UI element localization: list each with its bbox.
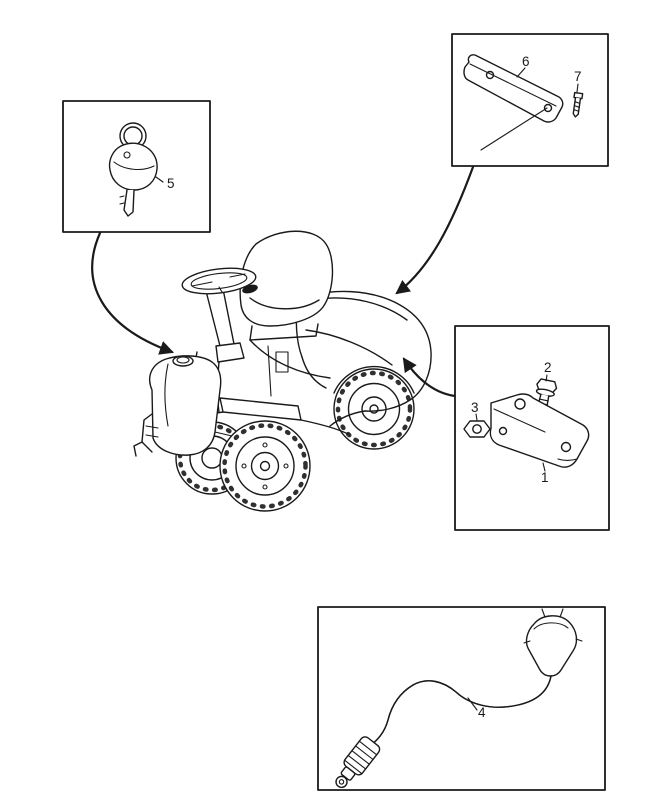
leader-line-6: [516, 67, 526, 78]
inset-box-key: 5: [62, 100, 211, 233]
front-right-wheel: [219, 420, 311, 512]
callout-label-1: 1: [541, 470, 549, 485]
steering-wheel: [181, 267, 258, 363]
power-cable-icon: [335, 608, 583, 789]
key-icon: [108, 122, 158, 217]
screw-icon: [572, 91, 584, 118]
leader-line-2: [545, 374, 548, 382]
callout-label-3: 3: [471, 400, 479, 415]
callout-label-6: 6: [522, 54, 530, 69]
callout-label-5: 5: [167, 176, 175, 191]
cover-plate-icon: [463, 54, 564, 151]
arrow-plate-to-mower: [395, 165, 475, 295]
callout-label-7: 7: [574, 69, 582, 84]
inset-box-bracket: 2 3 1: [454, 325, 610, 531]
callout-label-4: 4: [478, 705, 486, 720]
inset-box-cable: 4: [317, 606, 606, 791]
inset-box-plate: 6 7: [451, 33, 609, 167]
mounting-bracket-icon: [489, 393, 590, 468]
hex-nut-icon: [463, 420, 491, 438]
callout-arrows: [91, 165, 475, 398]
footboard: [219, 397, 349, 435]
arrow-key-to-mower: [91, 231, 175, 355]
leader-line-1: [542, 462, 546, 472]
mower-illustration: [133, 230, 432, 512]
callout-label-2: 2: [544, 360, 552, 375]
plate-pointer-line: [480, 107, 548, 151]
mower-body: [267, 290, 432, 427]
leader-line-7: [576, 83, 579, 93]
front-unit: [133, 355, 233, 457]
rear-wheel: [333, 368, 415, 450]
leader-line-4: [467, 697, 478, 711]
seat: [239, 230, 334, 379]
leader-line-5: [155, 176, 164, 183]
leader-line-3: [475, 413, 478, 421]
arrow-bracket-to-mower: [402, 357, 457, 398]
